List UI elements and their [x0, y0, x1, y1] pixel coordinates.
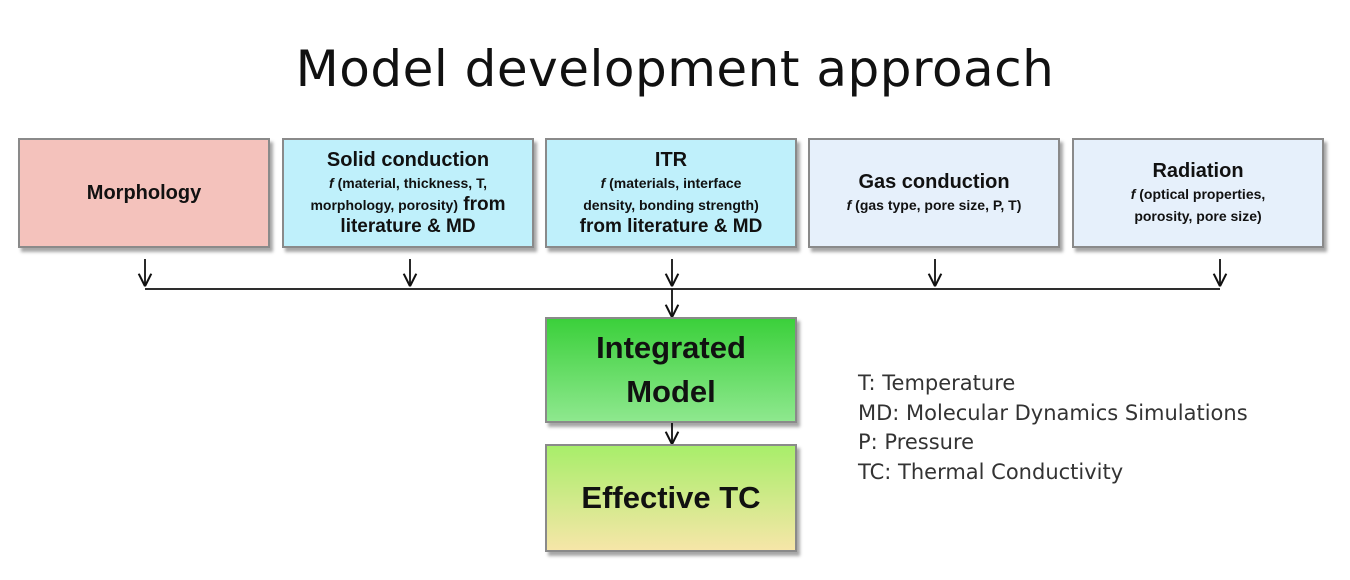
- legend-item: TC: Thermal Conductivity: [858, 459, 1124, 484]
- integrated-model-line1: Integrated: [596, 330, 746, 365]
- legend-item: T: Temperature: [858, 371, 1016, 395]
- radiation-box: Radiation f (optical properties, porosit…: [1072, 138, 1324, 248]
- radiation-params: f (optical properties,: [1130, 186, 1266, 202]
- legend-item: MD: Molecular Dynamics Simulations: [858, 400, 1248, 425]
- effective-tc-label: Effective TC: [581, 480, 761, 515]
- solid-conduction-source: literature & MD: [340, 216, 476, 237]
- solid-conduction-box: Solid conduction f (material, thickness,…: [282, 138, 534, 248]
- radiation-params-2: porosity, pore size): [1134, 208, 1262, 224]
- solid-conduction-params-2: morphology, porosity) from: [310, 194, 506, 215]
- solid-conduction-title: Solid conduction: [326, 149, 490, 171]
- gas-conduction-box: Gas conduction f (gas type, pore size, P…: [808, 138, 1060, 248]
- itr-params: f (materials, interface: [600, 175, 742, 191]
- integrated-model-box: Integrated Model: [545, 317, 797, 423]
- solid-conduction-params: f (material, thickness, T,: [329, 175, 487, 191]
- abbreviation-legend: T: Temperature MD: Molecular Dynamics Si…: [858, 369, 1248, 487]
- itr-title: ITR: [654, 149, 688, 171]
- integrated-model-line2: Model: [626, 374, 716, 409]
- morphology-box: Morphology: [18, 138, 270, 248]
- gas-conduction-title: Gas conduction: [858, 171, 1010, 193]
- legend-item: P: Pressure: [858, 430, 975, 454]
- page-title: Model development approach: [295, 40, 1055, 98]
- itr-params-2: density, bonding strength): [583, 197, 759, 213]
- itr-box: ITR f (materials, interface density, bon…: [545, 138, 797, 248]
- morphology-label: Morphology: [86, 182, 202, 204]
- gas-conduction-params: f (gas type, pore size, P, T): [846, 197, 1022, 213]
- itr-source: from literature & MD: [579, 216, 763, 237]
- radiation-title: Radiation: [1152, 160, 1244, 182]
- effective-tc-box: Effective TC: [545, 444, 797, 552]
